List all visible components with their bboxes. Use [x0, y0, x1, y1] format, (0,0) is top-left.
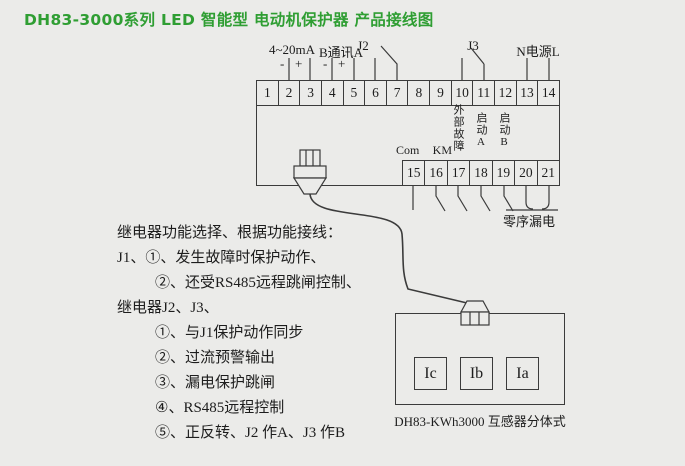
- ct-phase-ia: Ia: [506, 357, 539, 390]
- label-zero-sequence-leakage: 零序漏电: [503, 214, 556, 229]
- note-line: ②、还受RS485远程跳闸控制、: [155, 275, 361, 291]
- terminal-3: 3: [300, 80, 322, 106]
- note-line: ④、RS485远程控制: [155, 400, 285, 416]
- terminal-row-top: 1 2 3 4 5 6 7 8 9 10 11 12 13 14: [256, 80, 560, 106]
- label-relay-j2: J2: [357, 38, 369, 53]
- terminal-9: 9: [430, 80, 452, 106]
- note-line: ③、漏电保护跳闸: [155, 375, 276, 391]
- label-external-fault: 外部故障: [452, 104, 464, 152]
- ct-phase-ic: Ic: [414, 357, 447, 390]
- terminal-17: 17: [447, 160, 471, 186]
- note-line: 继电器功能选择、根据功能接线：: [117, 225, 343, 241]
- terminal-20: 20: [515, 160, 538, 186]
- terminal-4: 4: [321, 80, 344, 106]
- terminal-2: 2: [278, 80, 301, 106]
- analog-minus-mark: -: [280, 56, 285, 71]
- label-start-a: 启动A: [475, 112, 487, 149]
- terminal-11: 11: [473, 80, 496, 106]
- terminal-13: 13: [516, 80, 539, 106]
- terminal-21: 21: [537, 160, 560, 186]
- note-line: ②、过流预警输出: [155, 350, 276, 366]
- ct-unit-caption: DH83-KWh3000 互感器分体式: [394, 414, 566, 429]
- label-km: KM: [432, 143, 452, 157]
- comm-plus-mark: +: [338, 56, 346, 71]
- terminal-16: 16: [425, 160, 448, 186]
- analog-plus-mark: +: [295, 56, 303, 71]
- terminal-8: 8: [408, 80, 431, 106]
- terminal-1: 1: [257, 80, 279, 106]
- label-power-nl: N电源L: [516, 44, 560, 59]
- label-analog-4-20ma: 4~20mA: [268, 42, 316, 57]
- terminal-row-bottom: 15 16 17 18 19 20 21: [402, 160, 560, 186]
- label-com-km: Com KM: [396, 143, 452, 158]
- note-line: ①、与J1保护动作同步: [155, 325, 304, 341]
- terminal-15: 15: [403, 160, 426, 186]
- terminal-18: 18: [470, 160, 493, 186]
- terminal-10: 10: [451, 80, 474, 106]
- label-relay-j3: J3: [467, 38, 479, 53]
- power-wires: [526, 58, 550, 80]
- label-com: Com: [396, 143, 420, 157]
- output-contact-wires: [412, 186, 514, 212]
- label-rs485-comm: B通讯A: [318, 45, 364, 60]
- relay-function-notes: 继电器功能选择、根据功能接线： J1、①、发生故障时保护动作、 ②、还受RS48…: [117, 221, 462, 446]
- label-start-b: 启动B: [498, 112, 510, 149]
- terminal-7: 7: [386, 80, 409, 106]
- note-line: J1、①、发生故障时保护动作、: [117, 250, 326, 266]
- terminal-6: 6: [365, 80, 387, 106]
- terminal-19: 19: [492, 160, 516, 186]
- note-line: ⑤、正反转、J2 作A、J3 作B: [155, 425, 346, 441]
- terminal-12: 12: [495, 80, 517, 106]
- terminal-5: 5: [343, 80, 366, 106]
- ct-phase-ib: Ib: [460, 357, 493, 390]
- terminal-14: 14: [538, 80, 560, 106]
- page-title: DH83-3000系列 LED 智能型 电动机保护器 产品接线图: [24, 11, 434, 29]
- comm-minus-mark: -: [323, 56, 328, 71]
- j2-switch: [374, 45, 398, 80]
- note-line: 继电器J2、J3、: [117, 300, 219, 316]
- leakage-ct-wires: [506, 186, 558, 211]
